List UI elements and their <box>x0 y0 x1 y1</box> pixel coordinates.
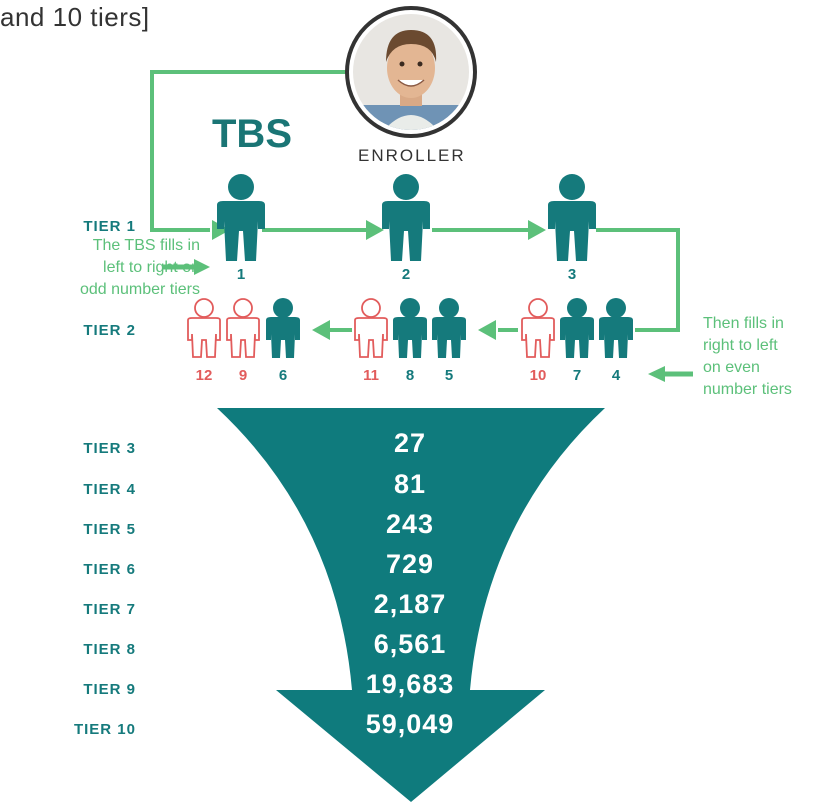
tier2-position-number: 6 <box>278 367 288 384</box>
enroller-avatar <box>345 6 477 138</box>
tier1-position-number: 1 <box>236 266 246 283</box>
tier2-person-6 <box>266 298 300 358</box>
right-note-line: right to left <box>703 337 778 354</box>
tier1-position-number: 3 <box>567 266 577 283</box>
funnel-arrow <box>217 408 605 802</box>
left-note-arrow-head <box>194 259 210 275</box>
funnel-tier-label: TIER 10 <box>73 721 136 738</box>
right-note-arrow-head <box>648 366 665 382</box>
tier-turn-line <box>596 228 680 332</box>
tier2-position-number: 9 <box>238 367 248 384</box>
tier2-person-5 <box>432 298 466 358</box>
right-note: Then fills in right to left on even numb… <box>703 313 829 401</box>
tier2-position-number: 7 <box>572 367 582 384</box>
funnel-tier-label: TIER 9 <box>83 681 136 698</box>
right-note-line: number tiers <box>703 381 792 398</box>
funnel-tier-value: 729 <box>385 549 435 579</box>
arrow-to-group-middle <box>478 320 496 340</box>
tier1-person-3 <box>548 174 596 261</box>
right-note-line: on even <box>703 359 760 376</box>
partial-header-text: and 10 tiers] <box>0 2 150 32</box>
tier2-person-4 <box>599 298 633 358</box>
tier2-person-11 <box>354 298 388 358</box>
left-note-line: left to right on <box>103 259 200 276</box>
tier2-position-number: 5 <box>444 367 454 384</box>
funnel-tier-label: TIER 5 <box>83 521 136 538</box>
left-note-line: odd number tiers <box>79 281 200 298</box>
tier2-person-12 <box>187 298 221 358</box>
funnel-tier-label: TIER 4 <box>83 481 136 498</box>
left-note-line: The TBS fills in <box>92 237 200 254</box>
tier2-person-9 <box>226 298 260 358</box>
funnel-tier-value: 6,561 <box>373 629 447 659</box>
tier1-person-2 <box>382 174 430 261</box>
tier2-position-number: 12 <box>195 367 213 384</box>
tier2-position-number: 11 <box>363 367 379 384</box>
funnel-tier-value: 81 <box>393 469 427 499</box>
enroller-label: ENROLLER <box>358 146 466 165</box>
tier2-person-10 <box>521 298 555 358</box>
funnel-tier-value: 2,187 <box>373 589 447 619</box>
tier2-person-7 <box>560 298 594 358</box>
tier1-position-number: 2 <box>401 266 411 283</box>
funnel-tier-label: TIER 3 <box>83 440 136 457</box>
tier2-person-8 <box>393 298 427 358</box>
tier2-position-number: 8 <box>405 367 415 384</box>
tier2-position-number: 4 <box>611 367 621 384</box>
tier1-person-1 <box>217 174 265 261</box>
tier2-label: TIER 2 <box>83 322 136 339</box>
funnel-tier-value: 19,683 <box>365 669 455 699</box>
funnel-tier-label: TIER 7 <box>83 601 136 618</box>
arrow-to-position-1 <box>212 220 230 240</box>
arrow-to-group-left <box>312 320 330 340</box>
left-note: The TBS fills in left to right on odd nu… <box>0 235 200 301</box>
funnel-tier-label: TIER 8 <box>83 641 136 658</box>
right-note-line: Then fills in <box>703 315 784 332</box>
tier1-label: TIER 1 <box>83 218 136 235</box>
funnel-tier-value: 27 <box>393 428 427 458</box>
funnel-tier-value: 59,049 <box>365 709 455 739</box>
tier2-position-number: 10 <box>529 367 547 384</box>
arrow-to-position-3 <box>528 220 546 240</box>
arrow-to-position-2 <box>366 220 384 240</box>
enroller-loop-line <box>150 70 350 232</box>
tbs-title: TBS <box>212 112 292 156</box>
funnel-tier-value: 243 <box>385 509 435 539</box>
funnel-tier-label: TIER 6 <box>83 561 136 578</box>
